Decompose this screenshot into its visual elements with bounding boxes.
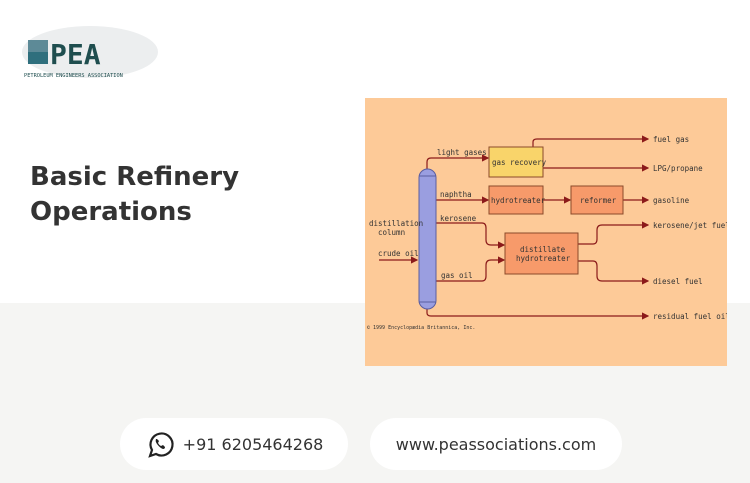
fuel-gas-line [532,135,650,147]
distillate-hydrotreater-label: hydrotreater [516,254,571,263]
reformer-label: reformer [580,196,617,205]
gas-oil-label: gas oil [441,271,473,280]
kerosene-label: kerosene [440,214,477,223]
gas-recovery-label: gas recovery [492,158,547,167]
distillation-column [418,168,437,310]
hydrotreater-label: hydrotreater [491,196,546,205]
website-url: www.peassociations.com [395,434,597,454]
hydrotreater-box [488,185,544,215]
phone-number: +91 6205464268 [182,434,324,454]
gas-recovery-box [488,146,544,178]
website-link[interactable]: www.peassociations.com [370,418,622,470]
crude-oil-label: crude oil [378,249,419,258]
page-title: Basic Refinery Operations [30,160,330,230]
distillate-hydrotreater-box [504,232,579,275]
copyright: © 1999 Encyclopædia Britannica, Inc. [367,325,475,331]
pea-logo: PEA PETROLEUM ENGINEERS ASSOCIATION [20,22,160,90]
column-label-1: distillation [369,219,423,228]
gasoline-label: gasoline [653,196,690,205]
svg-text:PEA: PEA [50,38,101,71]
light-gases-label: light gases [437,148,487,157]
lpg-label: LPG/propane [653,164,703,173]
whatsapp-icon [147,432,174,458]
residual-label: residual fuel oil [653,312,727,321]
diesel-label: diesel fuel [653,277,703,286]
refinery-diagram: gas recovery hydrotreater reformer disti… [365,98,730,366]
distillate-label: distillate [520,245,566,254]
naphtha-label: naphtha [440,190,472,199]
phone-contact[interactable]: +91 6205464268 [120,418,348,470]
fuel-gas-label: fuel gas [653,135,689,144]
title-line-1: Basic Refinery [30,162,240,192]
title-line-2: Operations [30,197,192,227]
column-label-2: column [378,228,405,237]
reformer-box [570,185,624,215]
jet-fuel-label: kerosene/jet fuel [653,221,727,230]
svg-text:PETROLEUM ENGINEERS ASSOCIATIO: PETROLEUM ENGINEERS ASSOCIATION [24,73,123,79]
light-gases-line [426,154,490,169]
